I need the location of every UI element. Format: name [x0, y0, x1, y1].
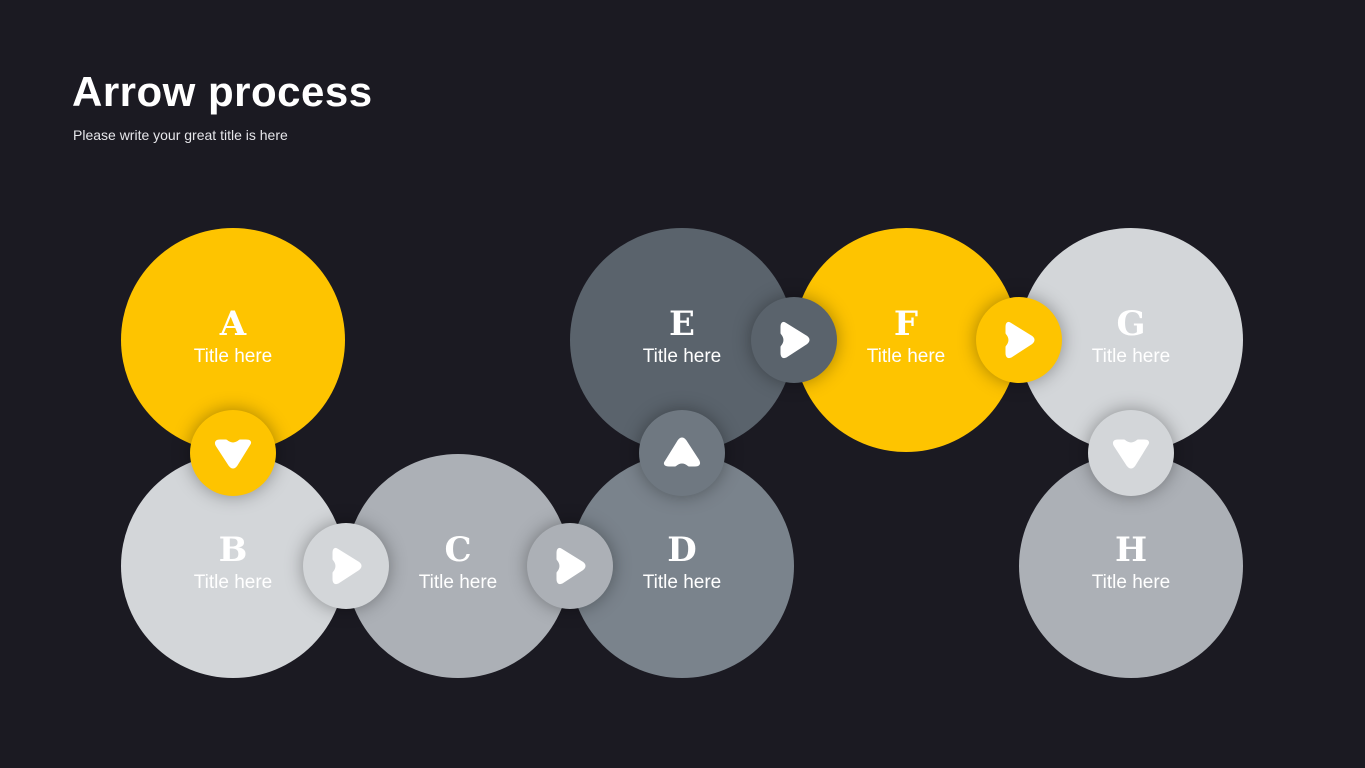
connector-e-f [751, 297, 837, 383]
connector-g-h [1088, 410, 1174, 496]
page-title: Arrow process [72, 68, 373, 115]
arrow-right-icon [332, 547, 361, 585]
step-letter: C [444, 530, 472, 570]
connector-f-g [975, 297, 1062, 383]
arrow-right-icon [556, 547, 586, 585]
step-letter: D [667, 530, 697, 570]
arrow-up-icon [663, 437, 701, 467]
step-title: Title here [193, 346, 273, 367]
step-title: Title here [1091, 346, 1171, 367]
step-letter: G [1116, 304, 1146, 344]
connector-a-b [190, 410, 276, 496]
step-letter: H [1114, 530, 1148, 570]
arrow-right-icon [1005, 321, 1034, 359]
step-title: Title here [642, 346, 722, 367]
step-letter: E [669, 304, 695, 344]
step-title: Title here [866, 346, 946, 367]
connector-b-c [302, 523, 389, 609]
step-title: Title here [193, 572, 273, 593]
arrow-right-icon [780, 321, 810, 359]
connector-c-d [527, 523, 613, 609]
step-letter: B [218, 530, 248, 570]
page-subtitle: Please write your great title is here [73, 127, 288, 143]
arrow-down-icon [1112, 439, 1150, 469]
step-title: Title here [1091, 572, 1171, 593]
arrow-down-icon [214, 439, 252, 469]
step-title: Title here [642, 572, 722, 593]
step-letter: F [893, 304, 919, 344]
step-letter: A [219, 304, 247, 344]
step-title: Title here [418, 572, 498, 593]
connector-d-e [639, 410, 725, 496]
